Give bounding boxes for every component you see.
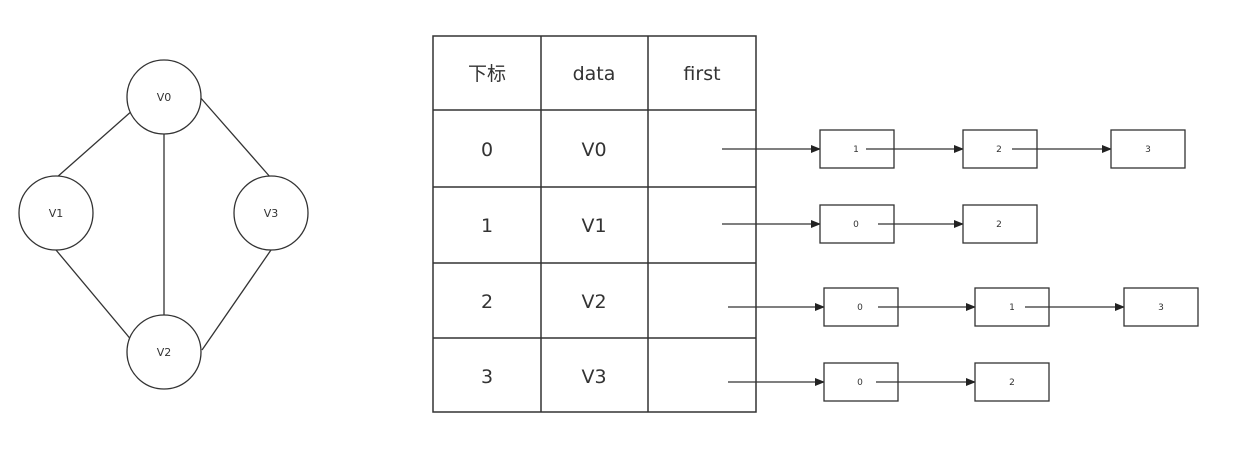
edge-v0-v3 (198, 95, 272, 179)
list-node-value: 0 (853, 220, 859, 230)
vertex-label: V3 (264, 207, 279, 220)
vertex-v2: V2 (126, 314, 202, 390)
table-row-2: 2 V2 (481, 291, 607, 313)
adjacency-list-0: 1 2 3 (722, 129, 1186, 169)
list-node: 2 (974, 362, 1050, 402)
cell-index: 3 (481, 366, 493, 388)
list-node-value: 0 (857, 378, 863, 388)
adjacency-lists: 1 2 3 0 2 (722, 129, 1199, 402)
list-node: 3 (1123, 287, 1199, 327)
vertex-table: 下标 data first 0 V0 1 V1 2 V2 3 V3 (432, 35, 757, 413)
cell-data: V0 (581, 139, 606, 161)
adjacency-list-1: 0 2 (722, 204, 1038, 244)
graph-edges (55, 95, 272, 351)
table-row-3: 3 V3 (481, 366, 607, 388)
header-first: first (683, 63, 720, 85)
cell-data: V1 (581, 215, 606, 237)
adjacency-list-2: 0 1 3 (728, 287, 1199, 327)
list-node-value: 2 (1009, 378, 1015, 388)
table-row-1: 1 V1 (481, 215, 607, 237)
cell-index: 0 (481, 139, 493, 161)
vertex-v0: V0 (126, 59, 202, 135)
list-node-value: 2 (996, 145, 1002, 155)
list-node-value: 0 (857, 303, 863, 313)
cell-index: 1 (481, 215, 493, 237)
undirected-graph: V0 V1 V3 V2 (18, 59, 309, 390)
adjacency-list-3: 0 2 (728, 362, 1050, 402)
list-node: 2 (962, 204, 1038, 244)
vertex-label: V0 (157, 91, 172, 104)
table-header: 下标 data first (468, 63, 721, 85)
edge-v1-v2 (55, 249, 134, 343)
vertex-label: V1 (49, 207, 64, 220)
vertex-v1: V1 (18, 175, 94, 251)
vertex-v3: V3 (233, 175, 309, 251)
cell-data: V3 (581, 366, 606, 388)
list-node-value: 1 (1009, 303, 1015, 313)
list-node: 3 (1110, 129, 1186, 169)
cell-index: 2 (481, 291, 493, 313)
list-node-value: 3 (1145, 145, 1151, 155)
edge-v3-v2 (201, 249, 272, 351)
list-node-value: 3 (1158, 303, 1164, 313)
vertex-label: V2 (157, 346, 172, 359)
header-index: 下标 (468, 63, 506, 85)
header-data: data (573, 63, 616, 85)
list-node-value: 1 (853, 145, 859, 155)
list-node-value: 2 (996, 220, 1002, 230)
cell-data: V2 (581, 291, 606, 313)
edge-v0-v1 (55, 109, 134, 179)
table-row-0: 0 V0 (481, 139, 607, 161)
